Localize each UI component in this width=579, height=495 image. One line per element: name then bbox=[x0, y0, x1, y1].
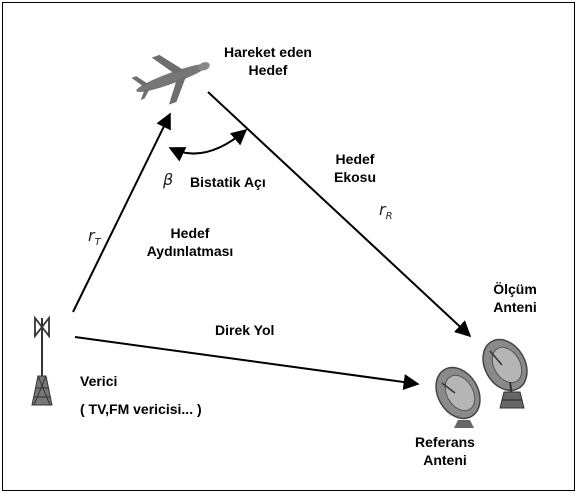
target-label-line2: Hedef bbox=[248, 62, 288, 78]
target-label: Hareket eden Hedef bbox=[198, 43, 338, 79]
transmitter-tower-icon bbox=[31, 315, 53, 406]
transmitter-type-label: ( TV,FM vericisi... ) bbox=[80, 401, 202, 417]
illumination-label: Hedef Aydınlatması bbox=[130, 224, 250, 260]
direct-path-label: Direk Yol bbox=[215, 322, 275, 338]
reference-antenna-icon bbox=[435, 366, 481, 428]
echo-arrow bbox=[207, 91, 472, 338]
target-label-line1: Hareket eden bbox=[224, 44, 312, 60]
bistatic-angle-arc bbox=[168, 128, 248, 162]
illumination-label-line2: Aydınlatması bbox=[146, 243, 234, 259]
measurement-antenna-label: Ölçüm Anteni bbox=[480, 280, 550, 316]
direct-path-arrow bbox=[74, 336, 420, 390]
airplane-icon bbox=[131, 54, 210, 105]
reference-label-line2: Anteni bbox=[423, 452, 467, 468]
rt-label: rT bbox=[88, 226, 101, 249]
beta-symbol: β bbox=[163, 170, 174, 189]
reference-label-line1: Referans bbox=[415, 434, 475, 450]
measurement-label-line1: Ölçüm bbox=[493, 281, 537, 297]
bistatic-angle-label: Bistatik Açı bbox=[190, 174, 266, 190]
reference-antenna-label: Referans Anteni bbox=[400, 433, 490, 469]
rr-label: rR bbox=[379, 200, 393, 223]
illumination-label-line1: Hedef bbox=[170, 225, 210, 241]
echo-label-line2: Ekosu bbox=[333, 169, 376, 185]
diagram-frame bbox=[2, 2, 575, 491]
measurement-antenna-icon bbox=[482, 338, 528, 409]
echo-label: Hedef Ekosu bbox=[320, 150, 390, 186]
illumination-arrow bbox=[72, 112, 171, 313]
echo-label-line1: Hedef bbox=[335, 151, 375, 167]
transmitter-label: Verici bbox=[80, 373, 118, 389]
measurement-label-line2: Anteni bbox=[493, 299, 537, 315]
